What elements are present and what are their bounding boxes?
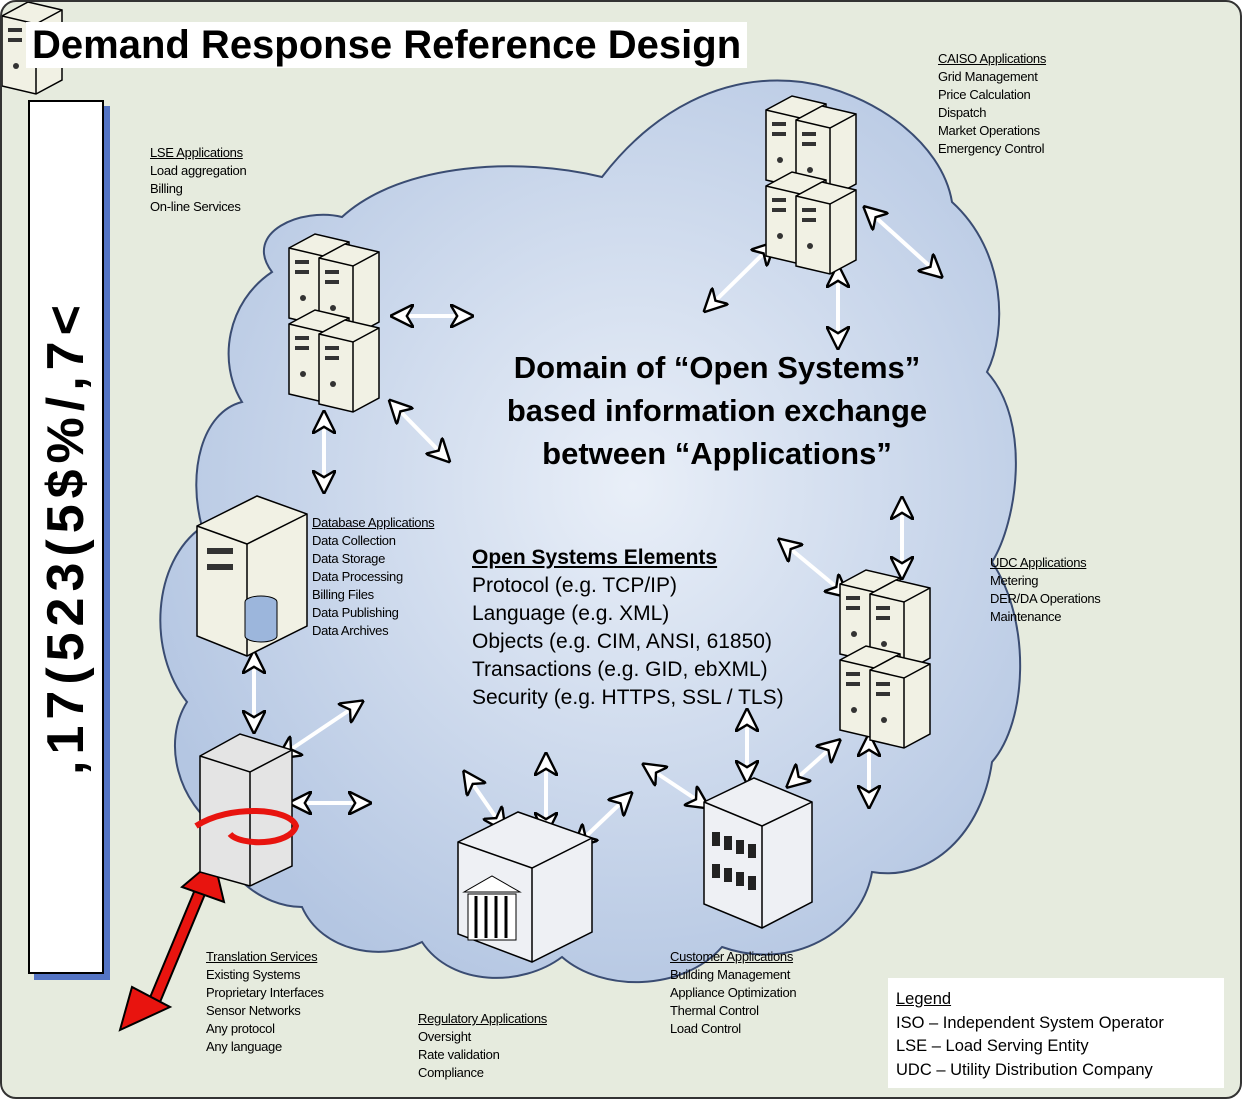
- connector-arrows: [254, 214, 934, 840]
- customer-heading: Customer Applications: [670, 949, 794, 964]
- database-item: Data Collection: [312, 533, 396, 548]
- legend-item: LSE – Load Serving Entity: [896, 1037, 1089, 1055]
- regulatory-building-icon: [457, 811, 593, 963]
- legend-heading: Legend: [896, 990, 952, 1008]
- translation-server-icon: [194, 733, 300, 887]
- caiso-applications: CAISO Applications Grid Management Price…: [938, 50, 1046, 158]
- translation-heading: Translation Services: [206, 949, 318, 964]
- caiso-heading: CAISO Applications: [938, 51, 1047, 66]
- database-item: Data Storage: [312, 551, 386, 566]
- server-stack-caiso: [765, 95, 857, 275]
- customer-item: Building Management: [670, 967, 791, 982]
- caiso-item: Emergency Control: [938, 141, 1045, 156]
- database-item: Data Archives: [312, 623, 389, 638]
- customer-item: Thermal Control: [670, 1003, 759, 1018]
- open-systems-elements: Open Systems Elements Protocol (e.g. TCP…: [472, 544, 784, 712]
- database-item: Billing Files: [312, 587, 374, 602]
- customer-item: Load Control: [670, 1021, 741, 1036]
- lse-applications: LSE Applications Load aggregation Billin…: [150, 144, 247, 216]
- open-systems-item: Language (e.g. XML): [472, 602, 670, 625]
- caiso-item: Grid Management: [938, 69, 1038, 84]
- open-systems-item: Objects (e.g. CIM, ANSI, 61850): [472, 630, 772, 653]
- database-heading: Database Applications: [312, 515, 435, 530]
- server-stack-lse: [288, 233, 380, 413]
- lse-item: Load aggregation: [150, 163, 247, 178]
- udc-item: Maintenance: [990, 609, 1062, 624]
- udc-heading: UDC Applications: [990, 555, 1087, 570]
- center-heading: Domain of “Open Systems” based informati…: [462, 346, 972, 475]
- legend-item: ISO – Independent System Operator: [896, 1013, 1164, 1032]
- caiso-item: Price Calculation: [938, 87, 1031, 102]
- regulatory-item: Oversight: [418, 1029, 471, 1044]
- caiso-item: Dispatch: [938, 105, 987, 120]
- udc-applications: UDC Applications Metering DER/DA Operati…: [990, 554, 1101, 626]
- regulatory-applications: Regulatory Applications Oversight Rate v…: [418, 1010, 547, 1082]
- translation-item: Any language: [206, 1039, 282, 1054]
- database-item: Data Publishing: [312, 605, 399, 620]
- database-item: Data Processing: [312, 569, 403, 584]
- udc-item: DER/DA Operations: [990, 591, 1101, 606]
- open-systems-item: Protocol (e.g. TCP/IP): [472, 574, 678, 597]
- page-title: Demand Response Reference Design: [26, 22, 748, 68]
- udc-item: Metering: [990, 573, 1039, 588]
- translation-item: Proprietary Interfaces: [206, 985, 324, 1000]
- lse-item: Billing: [150, 181, 183, 196]
- side-label-box: ,17(523(5$%/,7<: [28, 100, 104, 974]
- lse-item: On-line Services: [150, 199, 241, 214]
- translation-item: Any protocol: [206, 1021, 275, 1036]
- translation-item: Existing Systems: [206, 967, 301, 982]
- open-systems-heading: Open Systems Elements: [472, 546, 718, 569]
- caiso-item: Market Operations: [938, 123, 1040, 138]
- regulatory-item: Compliance: [418, 1065, 484, 1080]
- open-systems-item: Transactions (e.g. GID, ebXML): [472, 658, 768, 681]
- center-line-1: Domain of “Open Systems”: [513, 350, 921, 385]
- customer-applications: Customer Applications Building Managemen…: [670, 948, 797, 1038]
- translation-services: Translation Services Existing Systems Pr…: [206, 948, 324, 1056]
- regulatory-heading: Regulatory Applications: [418, 1011, 547, 1026]
- side-label: ,17(523(5$%/,7<: [37, 299, 95, 775]
- database-server-icon: [196, 495, 308, 657]
- customer-building-icon: [703, 777, 813, 929]
- server-stack-udc: [839, 569, 931, 749]
- center-line-3: between “Applications”: [542, 436, 892, 471]
- translation-item: Sensor Networks: [206, 1003, 301, 1018]
- open-systems-item: Security (e.g. HTTPS, SSL / TLS): [472, 686, 784, 709]
- regulatory-item: Rate validation: [418, 1047, 500, 1062]
- legend-item: UDC – Utility Distribution Company: [896, 1060, 1153, 1079]
- customer-item: Appliance Optimization: [670, 985, 797, 1000]
- center-line-2: based information exchange: [506, 393, 928, 428]
- database-applications: Database Applications Data Collection Da…: [312, 514, 435, 640]
- legend-box: Legend ISO – Independent System Operator…: [888, 978, 1224, 1088]
- lse-heading: LSE Applications: [150, 145, 243, 160]
